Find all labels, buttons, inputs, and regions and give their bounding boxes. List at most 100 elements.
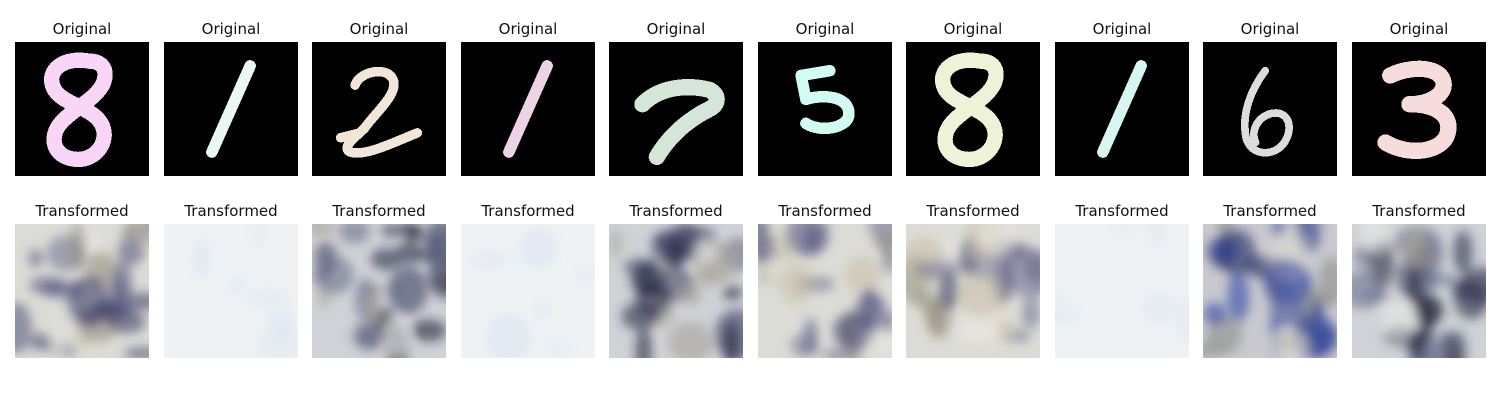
transformed-image-9 xyxy=(1203,224,1337,358)
texture-blob xyxy=(946,239,961,252)
texture-blob xyxy=(790,333,819,358)
original-panel-4 xyxy=(461,42,595,176)
transformed-title-8: Transformed xyxy=(1075,202,1169,220)
original-title-4: Original xyxy=(498,20,558,38)
digit-image-6 xyxy=(758,42,892,176)
digit-stroke xyxy=(1241,66,1293,157)
texture-blob xyxy=(229,276,245,294)
transformed-panel-9 xyxy=(1203,224,1337,358)
transformed-image-1 xyxy=(15,224,149,358)
original-panel-2 xyxy=(164,42,298,176)
texture-blob xyxy=(246,287,292,309)
digit-image-10 xyxy=(1352,42,1486,176)
texture-blob xyxy=(576,265,594,284)
digit-stroke xyxy=(335,66,423,158)
transformed-image-5 xyxy=(609,224,743,358)
texture-blob xyxy=(875,230,892,255)
texture-blob xyxy=(542,336,575,358)
texture-blob xyxy=(758,263,790,278)
texture-blob xyxy=(381,224,398,238)
transformed-panel-3 xyxy=(312,224,446,358)
texture-blob xyxy=(1381,298,1417,342)
original-panel-10 xyxy=(1352,42,1486,176)
transformed-panel-2 xyxy=(164,224,298,358)
transformed-title-5: Transformed xyxy=(629,202,723,220)
texture-blob xyxy=(1454,278,1486,320)
texture-blob xyxy=(365,284,381,327)
texture-blob xyxy=(535,303,552,317)
transformed-image-3 xyxy=(312,224,446,358)
texture-blob xyxy=(1265,329,1309,358)
transformed-image-4 xyxy=(461,224,595,358)
texture-blob xyxy=(123,347,149,358)
texture-blob xyxy=(722,285,743,301)
texture-blob xyxy=(1175,296,1189,344)
original-title-3: Original xyxy=(349,20,409,38)
transformed-panel-8 xyxy=(1055,224,1189,358)
texture-blob xyxy=(926,298,945,333)
texture-blob xyxy=(15,302,32,354)
texture-blob xyxy=(763,233,775,263)
texture-blob xyxy=(1142,291,1175,325)
digit-image-4 xyxy=(461,42,595,176)
texture-blob xyxy=(467,250,511,269)
transformed-panel-7 xyxy=(906,224,1040,358)
texture-blob xyxy=(397,240,421,264)
texture-blob xyxy=(126,292,149,310)
digit-stroke xyxy=(503,60,553,158)
original-panel-9 xyxy=(1203,42,1337,176)
texture-blob xyxy=(1105,224,1140,242)
texture-blob xyxy=(427,228,446,280)
texture-blob xyxy=(28,249,43,268)
transformed-image-6 xyxy=(758,224,892,358)
original-panel-8 xyxy=(1055,42,1189,176)
texture-blob xyxy=(1227,272,1250,323)
texture-blob xyxy=(677,284,703,306)
digit-stroke xyxy=(44,52,113,167)
texture-blob xyxy=(937,272,959,310)
texture-blob xyxy=(117,237,145,266)
texture-blob xyxy=(1010,248,1040,301)
texture-blob xyxy=(83,224,101,255)
texture-blob xyxy=(193,237,210,279)
texture-blob xyxy=(518,229,558,267)
texture-blob xyxy=(723,321,739,358)
texture-blob xyxy=(408,225,423,243)
original-title-8: Original xyxy=(1092,20,1152,38)
texture-blob xyxy=(339,224,370,244)
transformed-panel-10 xyxy=(1352,224,1486,358)
original-panel-3 xyxy=(312,42,446,176)
texture-blob xyxy=(30,332,52,353)
texture-blob xyxy=(609,227,622,258)
texture-blob xyxy=(1021,299,1040,329)
texture-blob xyxy=(41,280,86,299)
digit-stroke xyxy=(795,64,855,135)
digit-image-7 xyxy=(906,42,1040,176)
texture-blob xyxy=(107,310,146,334)
transformed-panel-1 xyxy=(15,224,149,358)
transformed-title-2: Transformed xyxy=(184,202,278,220)
digit-stroke xyxy=(206,60,256,158)
texture-blob xyxy=(668,321,714,358)
texture-blob xyxy=(635,327,652,358)
texture-blob xyxy=(1303,290,1337,309)
texture-blob xyxy=(1263,258,1310,305)
texture-blob xyxy=(1147,224,1166,250)
texture-blob xyxy=(485,313,531,358)
original-panel-7 xyxy=(906,42,1040,176)
texture-blob xyxy=(387,277,407,303)
original-title-2: Original xyxy=(201,20,261,38)
texture-blob xyxy=(251,224,266,251)
digit-stroke xyxy=(634,79,725,165)
texture-blob xyxy=(370,248,403,271)
texture-blob xyxy=(353,322,386,350)
digit-image-8 xyxy=(1055,42,1189,176)
texture-blob xyxy=(1271,224,1286,237)
original-panel-6 xyxy=(758,42,892,176)
original-title-1: Original xyxy=(52,20,112,38)
transformed-title-9: Transformed xyxy=(1223,202,1317,220)
digit-stroke xyxy=(1097,60,1147,158)
transformed-title-6: Transformed xyxy=(778,202,872,220)
original-panel-5 xyxy=(609,42,743,176)
transformed-panel-4 xyxy=(461,224,595,358)
